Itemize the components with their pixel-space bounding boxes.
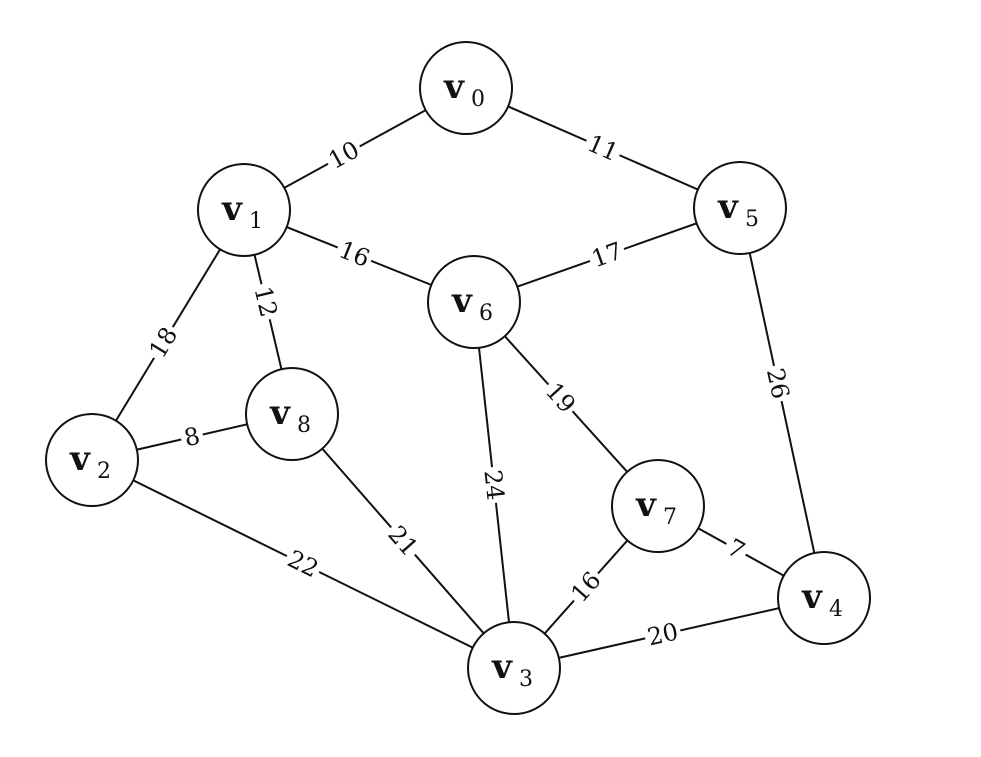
node-circle	[197, 163, 291, 257]
node-circle	[693, 161, 787, 255]
edge-v0-v5: 11	[465, 87, 741, 209]
node-circle	[467, 621, 561, 715]
node-label: v	[717, 187, 739, 227]
node-label: v	[443, 67, 465, 107]
edge-weight-background	[248, 281, 283, 323]
edge-weight-text: 8	[181, 422, 202, 453]
node-subscript: 4	[829, 597, 843, 622]
edge-weight-label: 22	[281, 544, 325, 584]
edge-line-v5-v4	[739, 207, 825, 599]
node-label: v	[635, 485, 657, 525]
edge-weight-label: 24	[478, 465, 510, 505]
edge-v5-v4: 26	[739, 207, 825, 599]
edge-weight-background	[142, 320, 184, 365]
edge-weight-background	[761, 363, 795, 404]
edge-weight-background	[281, 544, 325, 584]
node-subscript: 0	[471, 87, 485, 112]
edge-weight-label: 19	[538, 375, 583, 420]
node-circle	[611, 459, 705, 553]
node-label: v	[221, 189, 243, 229]
edge-weight-background	[581, 128, 625, 168]
node-subscript: 3	[519, 667, 533, 692]
edge-v8-v3: 21	[291, 413, 515, 669]
edge-weight-label: 20	[642, 617, 684, 652]
edge-weight-label: 7	[720, 532, 752, 566]
edge-weight-label: 26	[761, 363, 795, 404]
edge-v2-v3: 22	[91, 459, 515, 669]
node-subscript: 1	[249, 209, 263, 234]
edge-weight-label: 10	[321, 135, 366, 176]
edge-weight-background	[564, 564, 608, 610]
node-subscript: 7	[663, 505, 677, 530]
edge-weight-label: 16	[332, 235, 376, 273]
edge-weight-text: 16	[565, 566, 606, 607]
edge-v6-v3: 24	[473, 301, 515, 669]
edge-weight-label: 21	[381, 518, 425, 564]
node-circle	[419, 41, 513, 135]
edge-weight-text: 19	[540, 377, 581, 418]
edge-weight-background	[381, 518, 425, 564]
edge-weight-text: 10	[324, 135, 364, 174]
edge-weight-text: 20	[645, 617, 681, 651]
edge-weight-background	[479, 465, 509, 505]
edge-weight-background	[720, 532, 752, 566]
edge-weight-background	[321, 135, 366, 176]
edge-weight-label: 11	[581, 128, 625, 168]
edge-weight-label: 16	[564, 564, 608, 610]
node-label: v	[269, 393, 291, 433]
node-label: v	[69, 439, 91, 479]
edge-weight-background	[538, 375, 583, 420]
node-subscript: 2	[97, 459, 111, 484]
edge-weight-text: 21	[382, 520, 423, 561]
edge-weight-background	[332, 235, 376, 273]
node-circle	[427, 255, 521, 349]
edge-weight-text: 12	[248, 284, 282, 320]
node-label: v	[451, 281, 473, 321]
edge-weight-background	[642, 617, 684, 652]
edge-weight-text: 22	[283, 545, 323, 584]
node-label: v	[801, 577, 823, 617]
edge-weight-label: 17	[585, 236, 629, 274]
edge-weight-background	[585, 236, 629, 274]
node-circle	[45, 413, 139, 507]
edge-weight-label: 12	[248, 281, 283, 323]
node-subscript: 6	[479, 301, 493, 326]
node-subscript: 8	[297, 413, 311, 438]
edge-weight-text: 24	[478, 468, 509, 501]
node-subscript: 5	[745, 207, 759, 232]
node-circle	[245, 367, 339, 461]
edge-weight-label: 8	[178, 421, 206, 453]
edge-weight-label: 18	[142, 320, 184, 365]
edge-v3-v4: 20	[513, 597, 825, 669]
edge-weight-text: 26	[761, 366, 795, 402]
edge-weight-background	[178, 421, 206, 453]
node-label: v	[491, 647, 513, 687]
edge-weight-text: 18	[144, 322, 184, 363]
node-circle	[777, 551, 871, 645]
